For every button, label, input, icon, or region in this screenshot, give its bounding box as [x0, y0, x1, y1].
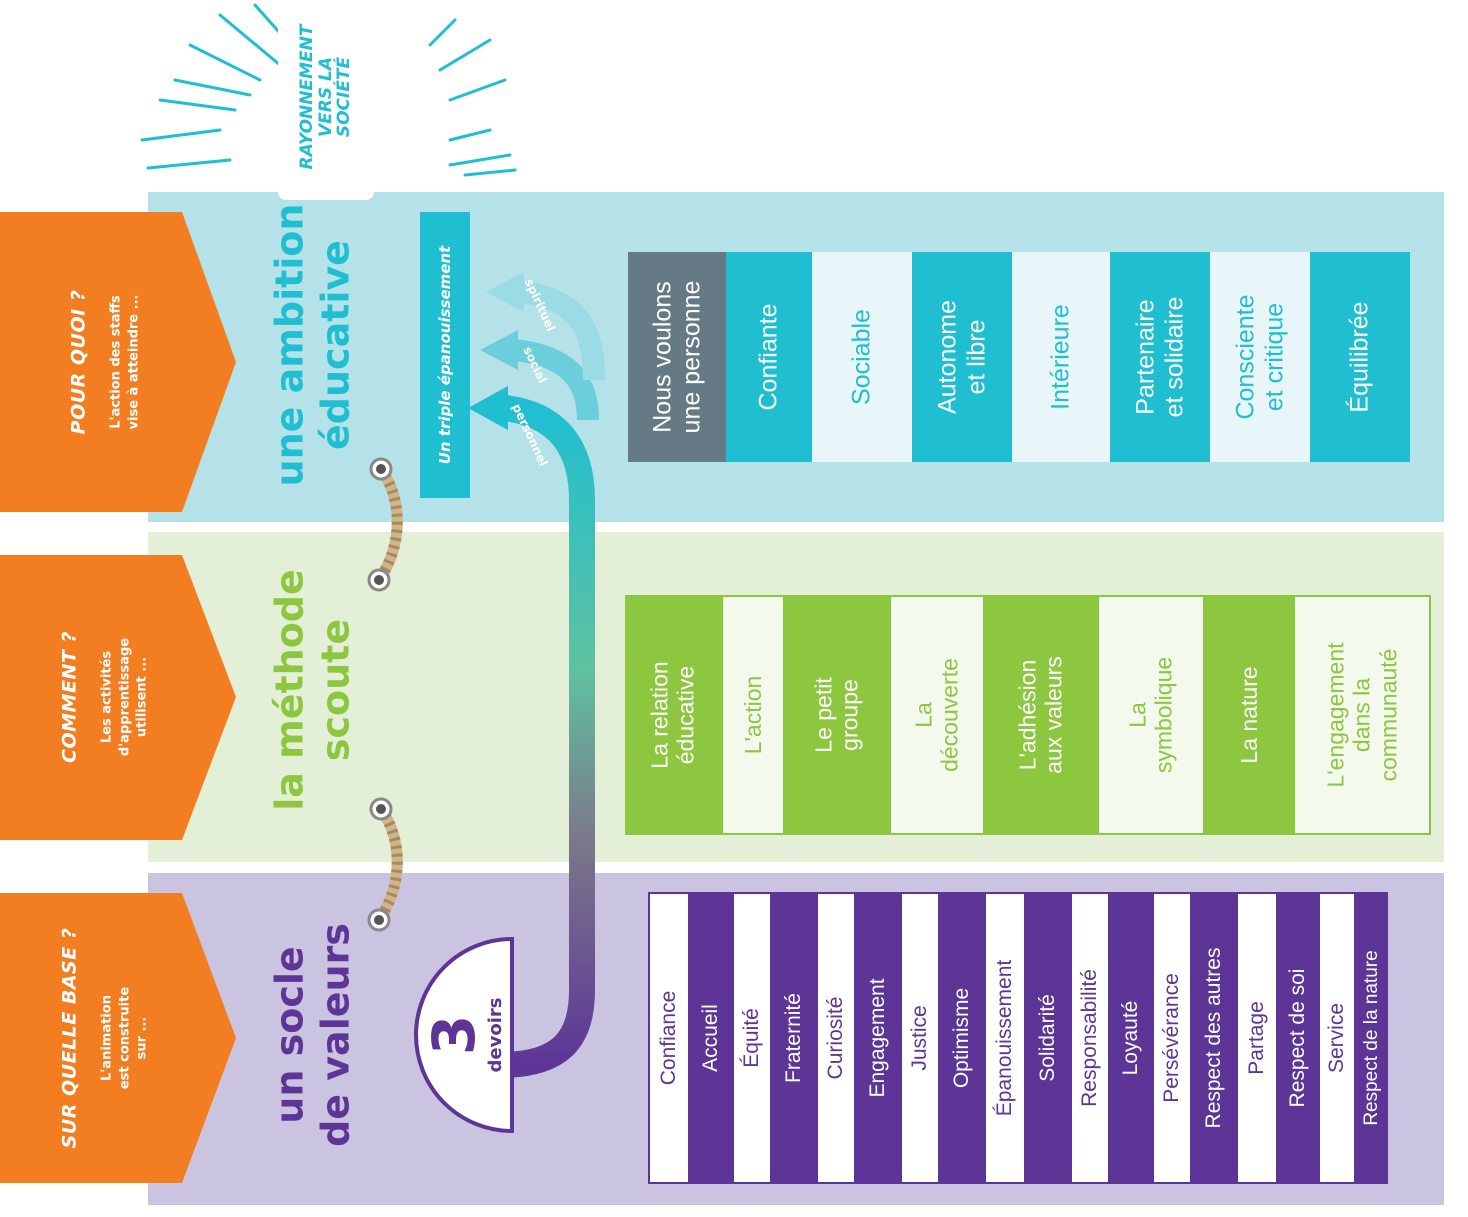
triple-epanouissement-label: Un triple épanouissement: [420, 212, 470, 498]
ambition-cell: Confiante: [726, 252, 812, 462]
question-title: POUR QUOI ?: [67, 289, 90, 435]
devoirs-text: 3 devoirs: [420, 997, 506, 1073]
ambition-cell: Intérieure: [1012, 252, 1110, 462]
socle-title: un socle de valeurs: [267, 923, 357, 1147]
socle-cell: Curiosité: [816, 892, 856, 1184]
question-subtitle: L'action des staffs vise à atteindre ...: [108, 294, 141, 430]
socle-cell: Loyauté: [1110, 892, 1152, 1184]
question-subtitle: Les activités d'apprentissage utilisent …: [99, 637, 150, 757]
socle-cell: Optimisme: [940, 892, 984, 1184]
arrow-label-spirituel: spirituel: [521, 276, 559, 334]
socle-cell: Respect des autres: [1192, 892, 1236, 1184]
socle-cell: Persévérance: [1152, 892, 1192, 1184]
arrow-label-personnel: personnel: [509, 401, 551, 469]
socle-cell: Responsabilité: [1070, 892, 1110, 1184]
question-arrow-pourquoi: POUR QUOI ? L'action des staffs vise à a…: [0, 212, 236, 512]
socle-cell: Accueil: [690, 892, 732, 1184]
socle-cell: Respect de la nature: [1356, 892, 1388, 1184]
socle-cell: Justice: [900, 892, 940, 1184]
socle-cell: Fraternité: [772, 892, 816, 1184]
socle-grid: Confiance Accueil Équité Fraternité Curi…: [648, 892, 1388, 1184]
question-subtitle: L'animation est construite sur ...: [99, 986, 150, 1090]
methode-cell: La nature: [1205, 595, 1293, 835]
socle-cell: Solidarité: [1026, 892, 1070, 1184]
socle-cell: Service: [1318, 892, 1356, 1184]
question-arrow-comment: COMMENT ? Les activités d'apprentissage …: [0, 555, 236, 840]
growth-arrows: [468, 272, 605, 1078]
ambition-title: une ambition éducative: [267, 203, 357, 487]
rayonnement-label: RAYONNEMENT VERS LA SOCIÉTÉ: [278, 0, 374, 200]
ambition-cell: Sociable: [812, 252, 912, 462]
rope-connector-upper: [367, 457, 403, 592]
socle-cell: Confiance: [648, 892, 690, 1184]
socle-cell: Engagement: [856, 892, 900, 1184]
ambition-cell: Équilibrée: [1310, 252, 1410, 462]
devoirs-half-disc: [414, 936, 514, 1134]
socle-cell: Respect de soi: [1278, 892, 1318, 1184]
methode-title: la méthode scoute: [267, 569, 357, 811]
socle-cell: Épanouissement: [984, 892, 1026, 1184]
question-title: SUR QUELLE BASE ?: [58, 927, 81, 1149]
question-title: COMMENT ?: [58, 631, 81, 763]
question-arrow-base: SUR QUELLE BASE ? L'animation est constr…: [0, 893, 236, 1183]
methode-cell: L'action: [721, 595, 785, 835]
rope-connector-lower: [367, 797, 403, 932]
socle-cell: Partage: [1236, 892, 1278, 1184]
arrow-label-social: social: [520, 344, 550, 386]
socle-cell: Équité: [732, 892, 772, 1184]
